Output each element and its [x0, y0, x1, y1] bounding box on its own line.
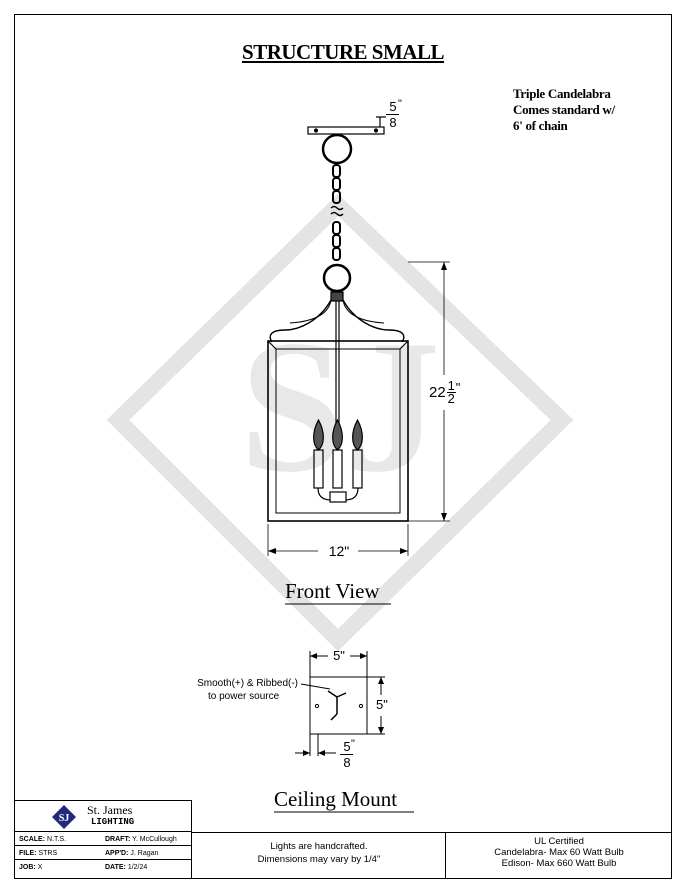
ceiling-mount-plate: [295, 651, 385, 756]
info-grid: SCALE: N.T.S. DRAFT: Y. McCullough FILE:…: [14, 832, 192, 879]
mount-height-dimension: 5": [376, 697, 388, 712]
field-key: SCALE:: [19, 836, 46, 843]
company-logo-icon: SJ: [52, 805, 76, 829]
candelabra-line: Candelabra- Max 60 Watt Bulb: [494, 847, 624, 858]
company-subname: LIGHTING: [91, 817, 135, 827]
svg-text:SJ: SJ: [240, 302, 441, 512]
note-line: 6' of chain: [513, 118, 568, 133]
height-denominator: 2: [447, 391, 455, 406]
width-dimension: 12": [328, 543, 350, 559]
drawing-title: STRUCTURE SMALL: [242, 40, 444, 64]
company-cell: SJ St. James LIGHTING: [14, 800, 192, 832]
company-name: St. James: [87, 803, 133, 817]
title-block: SJ St. James LIGHTING SCALE: N.T.S. DRAF…: [14, 800, 672, 879]
fraction-numerator: 5: [343, 739, 351, 754]
certification-cell: UL Certified Candelabra- Max 60 Watt Bul…: [446, 832, 672, 879]
field-value: 1/2/24: [127, 864, 148, 871]
height-numerator: 1: [447, 378, 455, 393]
note-line: Triple Candelabra: [513, 86, 611, 101]
front-view-dimensions: [267, 261, 450, 556]
unit-mark: ": [398, 98, 402, 110]
draft-field: DRAFT: Y. McCullough: [105, 836, 177, 843]
front-view-lantern: [267, 116, 409, 522]
handcrafted-note-cell: Lights are handcrafted. Dimensions may v…: [192, 832, 446, 879]
edison-line: Edison- Max 660 Watt Bulb: [501, 858, 617, 869]
field-key: APP'D:: [105, 850, 129, 857]
field-value: J. Ragan: [130, 850, 159, 857]
wiring-callout: Smooth(+) & Ribbed(-) to power source: [160, 677, 298, 703]
date-field: DATE: 1/2/24: [105, 864, 147, 871]
callout-line: Smooth(+) & Ribbed(-): [197, 678, 298, 689]
logo-text: SJ: [59, 813, 70, 824]
unit-mark: ": [351, 738, 355, 750]
handcrafted-line: Lights are handcrafted.: [270, 841, 368, 852]
unit-mark: ": [455, 380, 461, 395]
callout-line: to power source: [208, 691, 280, 702]
field-value: X: [37, 864, 43, 871]
ceiling-mount-label: Ceiling Mount: [274, 787, 398, 811]
field-value: N.T.S.: [47, 836, 67, 843]
watermark-logo: SJ: [106, 193, 574, 652]
job-field: JOB: X: [19, 864, 42, 871]
note-line: Comes standard w/: [513, 102, 615, 117]
field-value: STRS: [38, 850, 58, 857]
height-whole: 22: [429, 384, 446, 401]
fraction-numerator: 5: [389, 99, 397, 114]
fraction-denominator: 8: [343, 755, 351, 770]
canopy-offset-dimension: 5" 8: [386, 98, 402, 130]
front-view-label: Front View: [285, 579, 380, 603]
tolerance-line: Dimensions may vary by 1/4": [257, 854, 381, 865]
spec-note: Triple Candelabra Comes standard w/ 6' o…: [513, 86, 615, 134]
scale-field: SCALE: N.T.S.: [19, 836, 66, 843]
fraction-denominator: 8: [389, 115, 397, 130]
field-key: FILE:: [19, 850, 37, 857]
file-field: FILE: STRS: [19, 850, 57, 857]
mount-width-dimension: 5": [333, 648, 345, 663]
field-key: JOB:: [19, 864, 36, 871]
mount-depth-dimension: 5" 8: [340, 738, 355, 770]
approved-field: APP'D: J. Ragan: [105, 850, 158, 857]
field-key: DATE:: [105, 864, 126, 871]
height-dimension: 22 1 2 ": [429, 378, 461, 406]
ul-line: UL Certified: [534, 836, 584, 847]
field-value: Y. McCullough: [132, 836, 177, 843]
field-key: DRAFT:: [105, 836, 131, 843]
